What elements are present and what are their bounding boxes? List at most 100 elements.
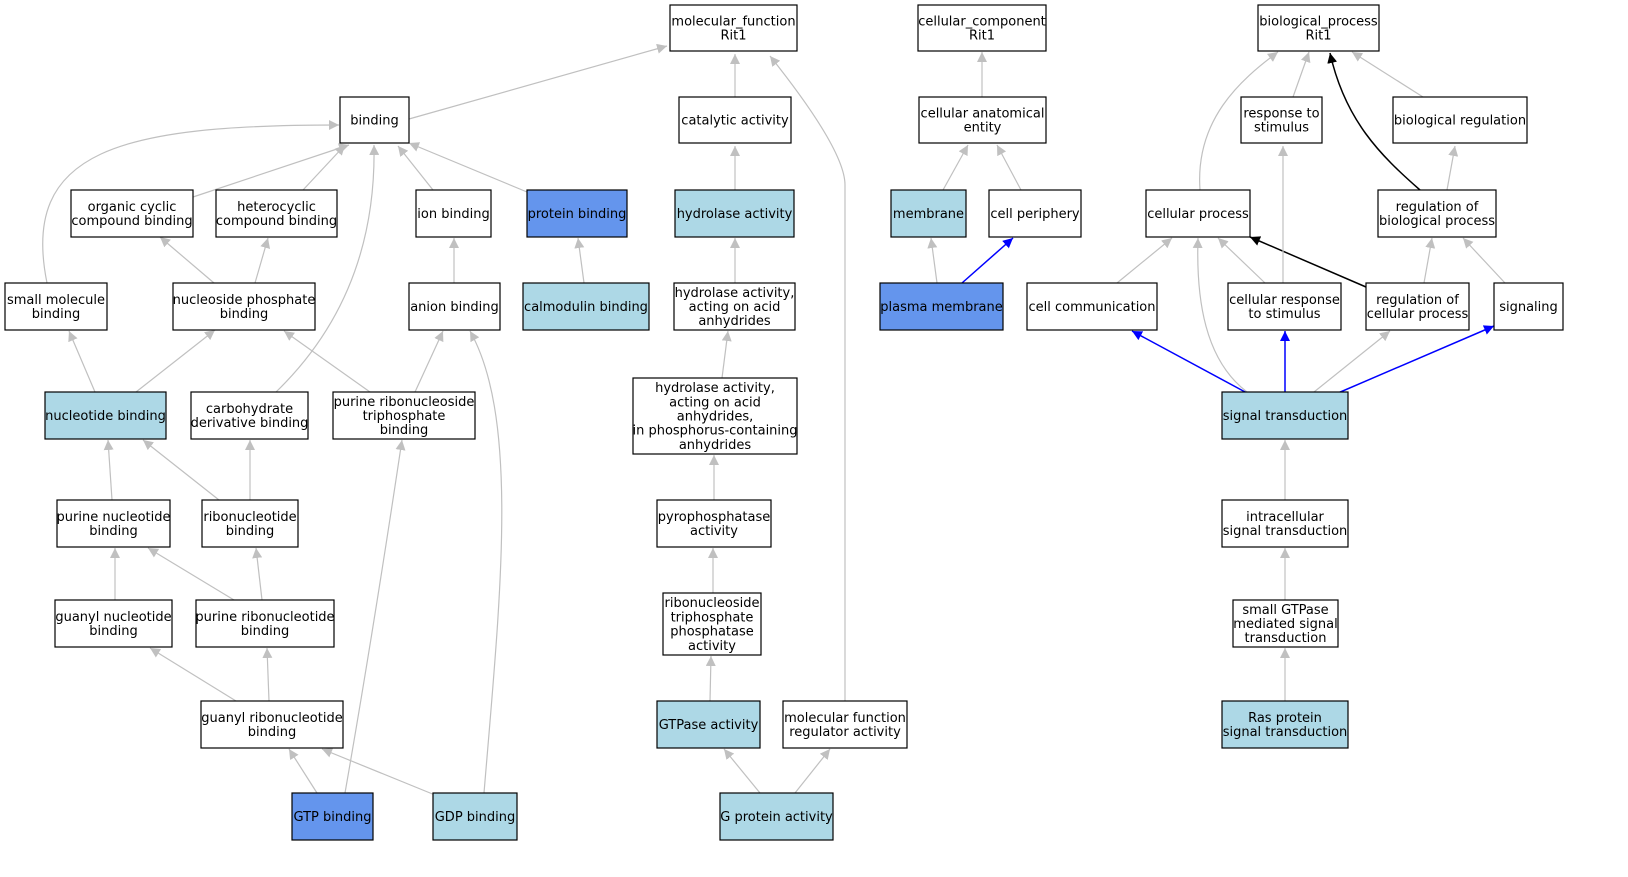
node-box-calmodulin bbox=[522, 282, 650, 331]
node-label-hydrolase_phos: in phosphorus-containing bbox=[632, 424, 797, 439]
edge-reg_bio_process-to-bio_regulation bbox=[1446, 145, 1459, 191]
node-box-membrane bbox=[890, 189, 967, 238]
edge-gtpase-to-rntp_phosphatase bbox=[705, 655, 716, 702]
node-anion_binding[interactable]: anion binding bbox=[408, 282, 501, 331]
node-label-cae: cellular anatomical bbox=[921, 106, 1045, 121]
node-label-nucleotide_binding: nucleotide binding bbox=[45, 409, 166, 424]
node-box-rntp_phosphatase bbox=[662, 592, 762, 656]
node-box-binding bbox=[339, 96, 410, 144]
node-box-bio_regulation bbox=[1392, 96, 1528, 144]
node-cell_periphery[interactable]: cell periphery bbox=[988, 189, 1082, 238]
node-nucleotide_binding[interactable]: nucleotide binding bbox=[44, 391, 167, 440]
node-rntp_phosphatase[interactable]: ribonucleosidetriphosphatephosphataseact… bbox=[662, 592, 762, 656]
edge-reg_bio_process-to-bp_root bbox=[1327, 52, 1421, 191]
node-hydrolase_phos[interactable]: hydrolase activity,acting on acidanhydri… bbox=[632, 377, 798, 455]
node-label-gtpase: GTPase activity bbox=[659, 718, 759, 733]
node-label-nucleoside_phosphate: nucleoside phosphate bbox=[173, 293, 316, 308]
node-label-purine_rntp: binding bbox=[380, 423, 428, 438]
node-box-hydrolase bbox=[674, 189, 795, 238]
node-label-small_molecule: binding bbox=[32, 307, 80, 322]
node-label-gdp_binding: GDP binding bbox=[435, 810, 516, 825]
node-binding[interactable]: binding bbox=[339, 96, 410, 144]
edge-cell_periphery-to-cae bbox=[996, 144, 1022, 191]
edge-ion_binding-to-binding bbox=[397, 145, 434, 191]
node-label-response_stimulus: stimulus bbox=[1254, 121, 1309, 136]
node-gdp_binding[interactable]: GDP binding bbox=[432, 792, 518, 841]
node-bio_regulation[interactable]: biological regulation bbox=[1392, 96, 1528, 144]
edge-reg_cell_process-to-reg_bio_process bbox=[1423, 237, 1436, 284]
node-box-ion_binding bbox=[415, 189, 492, 238]
node-g_protein[interactable]: G protein activity bbox=[719, 792, 834, 841]
node-hydrolase_acid[interactable]: hydrolase activity,acting on acidanhydri… bbox=[673, 282, 796, 331]
node-label-ribonucleotide: ribonucleotide bbox=[203, 510, 296, 525]
node-box-bp_root bbox=[1257, 4, 1380, 52]
node-plasma_membrane[interactable]: plasma membrane bbox=[879, 282, 1004, 331]
node-label-small_molecule: small molecule bbox=[7, 293, 105, 308]
node-signal_transduction[interactable]: signal transduction bbox=[1221, 391, 1349, 440]
node-cell_communication[interactable]: cell communication bbox=[1026, 282, 1158, 331]
node-box-pyrophosphatase bbox=[656, 499, 772, 548]
node-calmodulin[interactable]: calmodulin binding bbox=[522, 282, 650, 331]
node-gtpase[interactable]: GTPase activity bbox=[656, 700, 761, 749]
node-box-mf_root bbox=[669, 4, 798, 52]
node-box-guanyl_ribonucleotide bbox=[200, 700, 344, 749]
edge-gtp_binding-to-purine_rntp bbox=[344, 439, 406, 794]
node-label-heterocyclic: compound binding bbox=[216, 214, 337, 229]
node-label-cellular_response: cellular response bbox=[1229, 293, 1340, 308]
node-label-ion_binding: ion binding bbox=[417, 207, 489, 222]
node-hydrolase[interactable]: hydrolase activity bbox=[674, 189, 795, 238]
node-cellular_process[interactable]: cellular process bbox=[1145, 189, 1251, 238]
node-label-guanyl_ribonucleotide: binding bbox=[248, 725, 296, 740]
node-box-cell_communication bbox=[1026, 282, 1158, 331]
node-membrane[interactable]: membrane bbox=[890, 189, 967, 238]
edge-cellular_process-to-bp_root bbox=[1199, 51, 1279, 191]
node-box-protein_binding bbox=[526, 189, 628, 238]
node-label-pyrophosphatase: pyrophosphatase bbox=[658, 510, 770, 525]
node-catalytic[interactable]: catalytic activity bbox=[678, 96, 792, 144]
node-gtp_binding[interactable]: GTP binding bbox=[291, 792, 374, 841]
node-label-purine_ribonucleotide: purine ribonucleotide bbox=[195, 610, 334, 625]
edges-layer bbox=[42, 43, 1506, 796]
node-box-g_protein bbox=[719, 792, 834, 841]
node-ion_binding[interactable]: ion binding bbox=[415, 189, 492, 238]
node-box-ribonucleotide bbox=[201, 499, 299, 548]
node-label-carbohydrate: derivative binding bbox=[191, 416, 309, 431]
node-signaling[interactable]: signaling bbox=[1493, 282, 1564, 331]
edge-mf_regulator-to-mf_root bbox=[769, 55, 846, 701]
node-protein_binding[interactable]: protein binding bbox=[526, 189, 628, 238]
node-label-organic_cyclic: compound binding bbox=[71, 214, 192, 229]
node-box-heterocyclic bbox=[215, 189, 338, 238]
edge-purine_ribonucleotide-to-purine_nucleotide bbox=[147, 547, 235, 601]
node-label-purine_nucleotide: purine nucleotide bbox=[57, 510, 171, 525]
edge-response_stimulus-to-bp_root bbox=[1292, 51, 1311, 98]
node-box-intracellular bbox=[1221, 499, 1349, 548]
edge-small_molecule-to-binding bbox=[42, 120, 340, 284]
node-label-g_protein: G protein activity bbox=[720, 810, 833, 825]
node-label-cellular_process: cellular process bbox=[1147, 207, 1249, 222]
